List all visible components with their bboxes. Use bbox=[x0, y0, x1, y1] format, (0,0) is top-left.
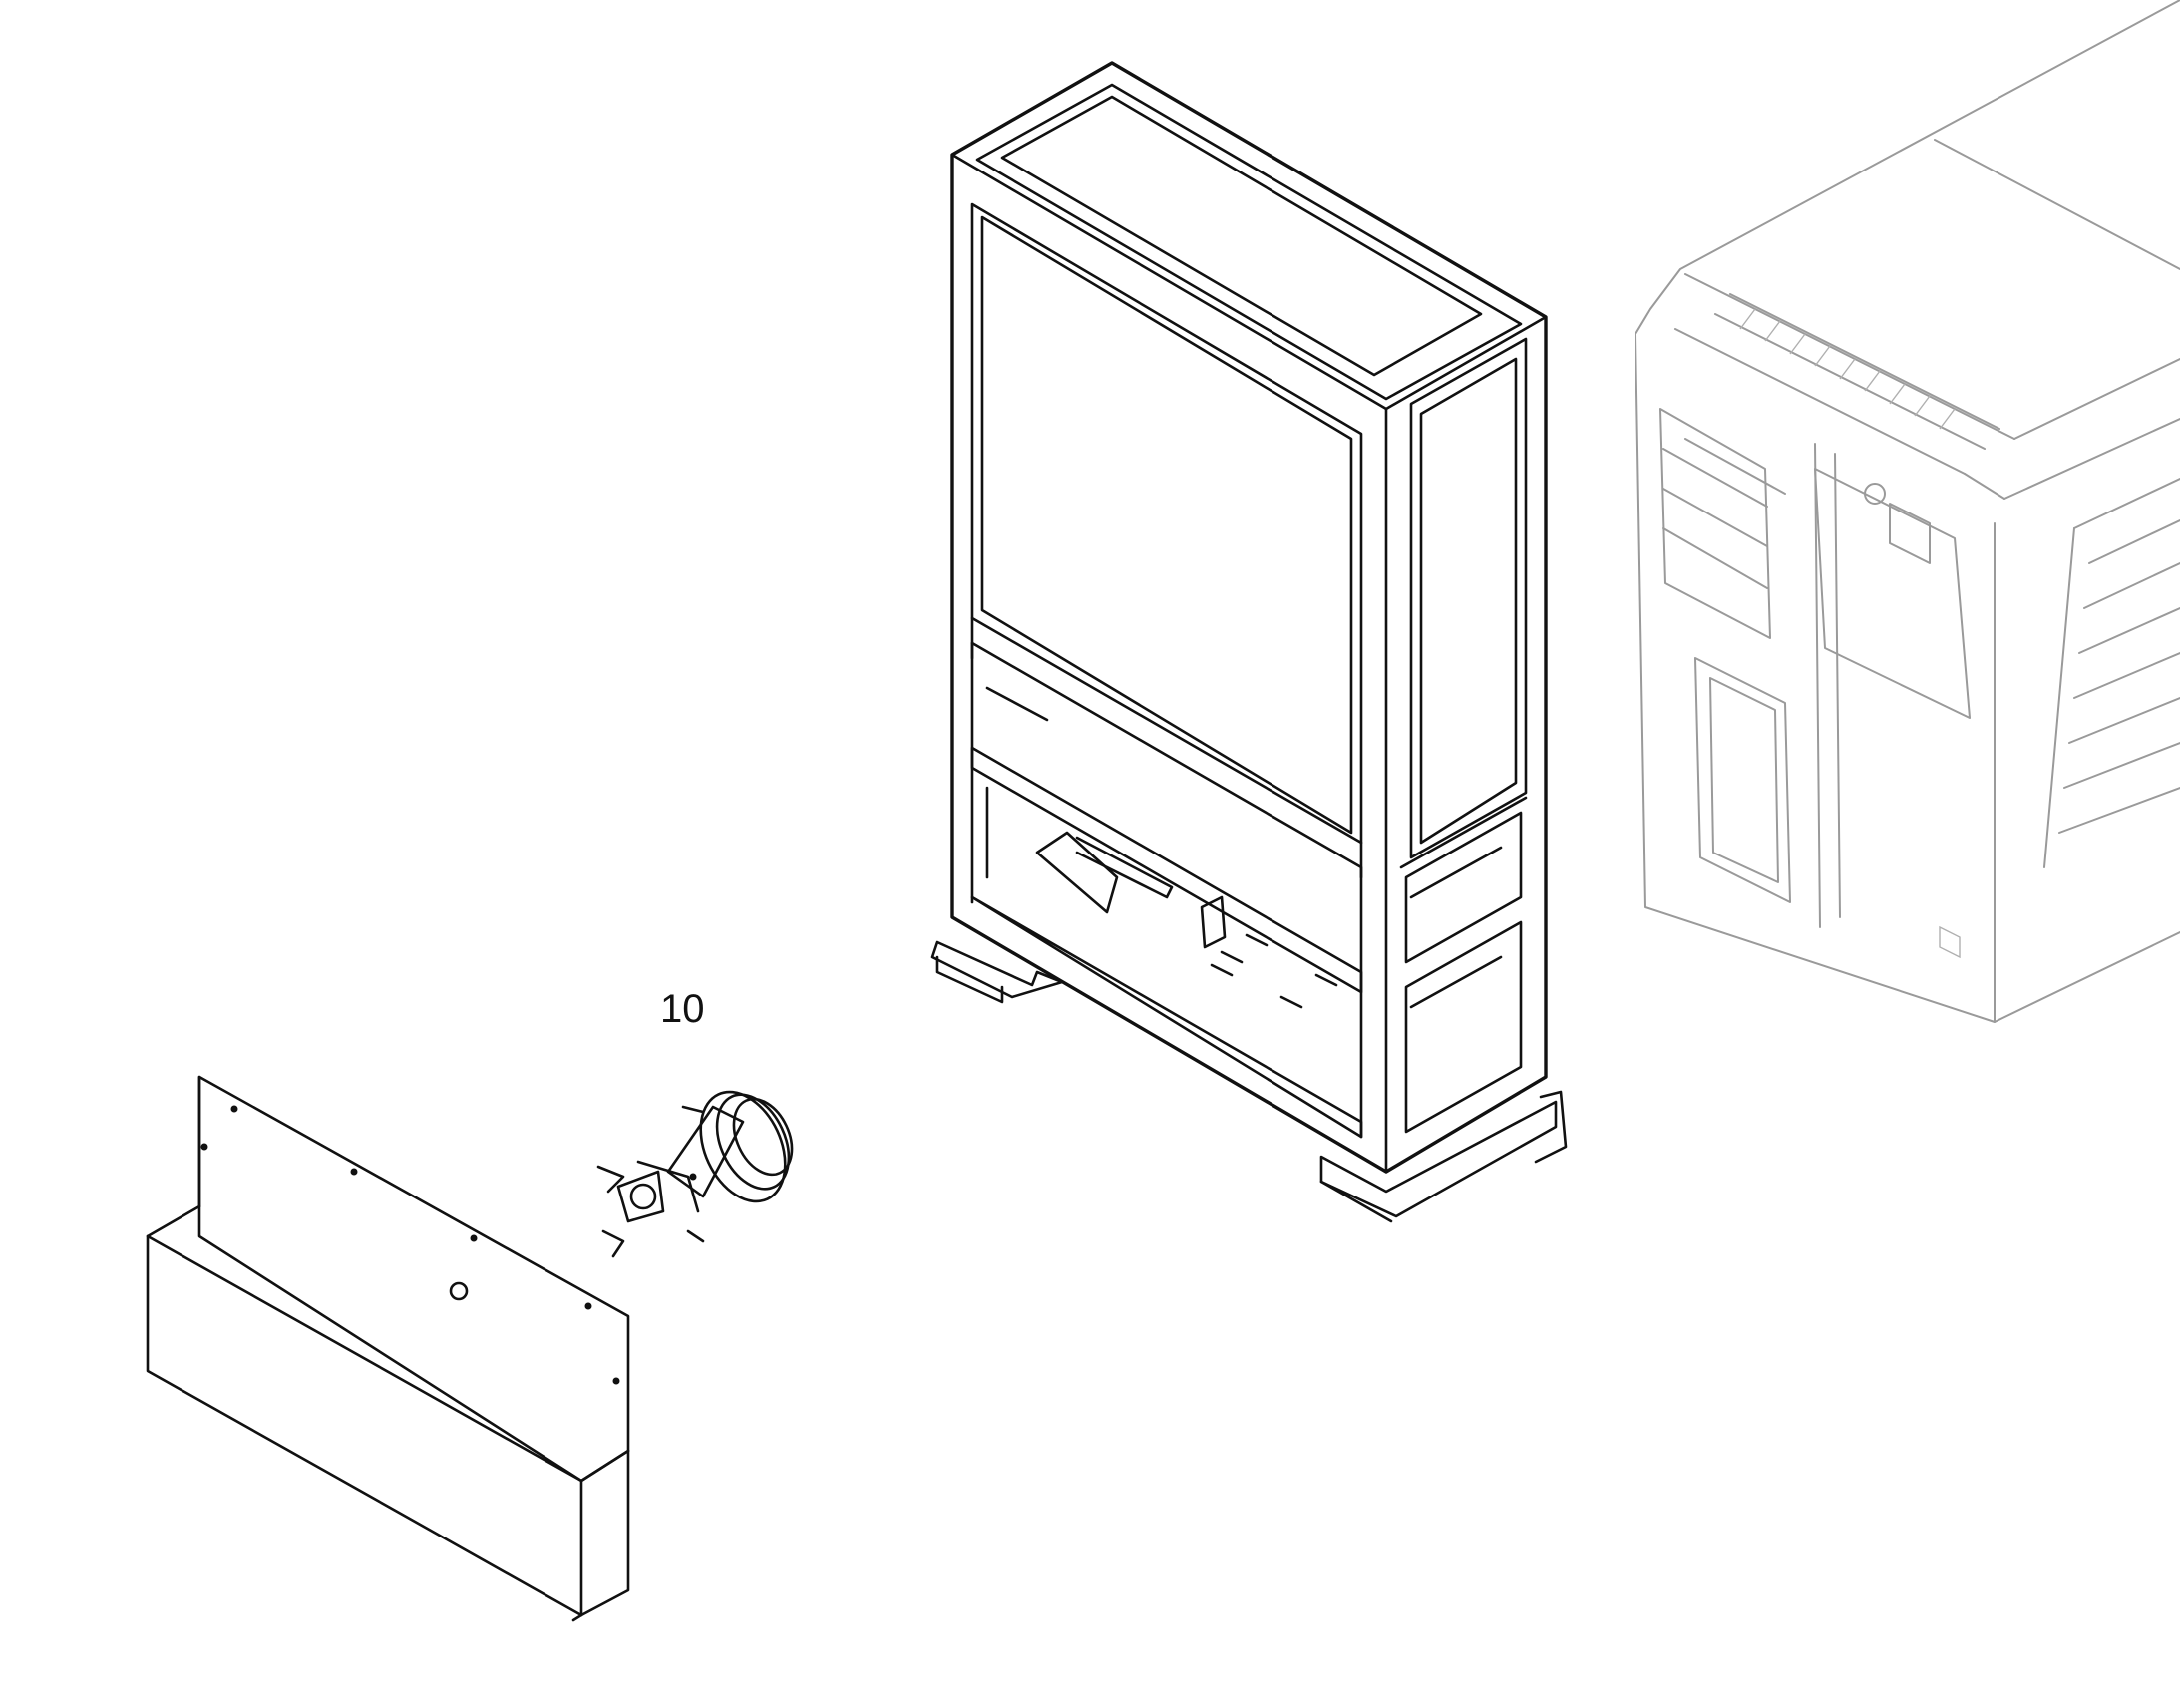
mounting-feet bbox=[930, 940, 1568, 1223]
compressor bbox=[596, 1090, 794, 1258]
side-louvres bbox=[1659, 408, 1786, 639]
top-grille bbox=[1714, 293, 2000, 450]
right-louvres bbox=[2043, 478, 2180, 868]
callout-label: 10 bbox=[660, 987, 705, 1031]
cover-panel bbox=[146, 1075, 630, 1622]
background-unit bbox=[1635, 0, 2180, 1023]
cabinet-frame bbox=[950, 61, 1548, 1174]
